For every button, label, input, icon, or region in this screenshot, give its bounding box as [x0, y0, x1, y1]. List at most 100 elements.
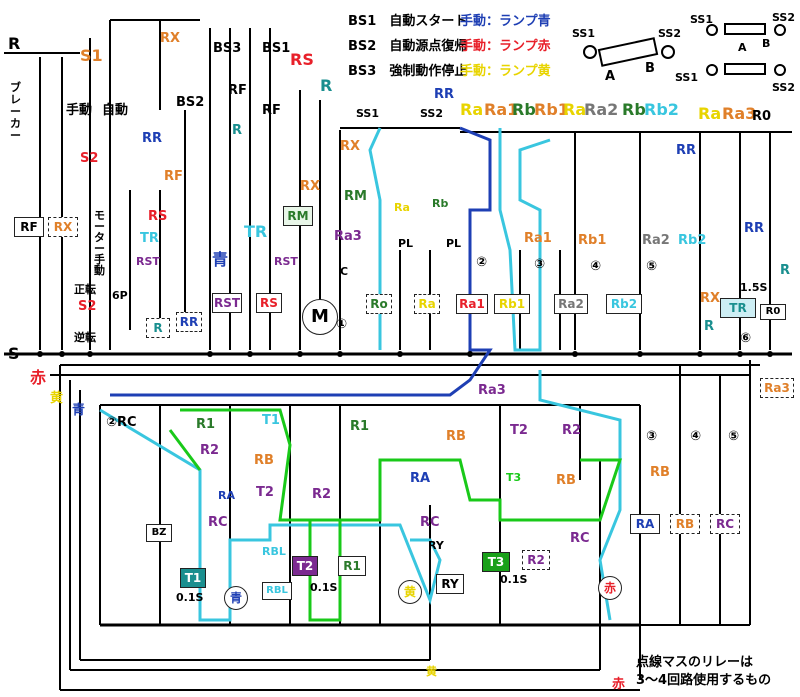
- r-top: R: [320, 76, 333, 95]
- lower-yellow: 黄: [50, 391, 64, 406]
- coil-ra-lower: RA: [630, 514, 660, 534]
- manual-label: 手動: [66, 103, 93, 118]
- ss1-label: SS1: [572, 27, 596, 40]
- rr-top-a: RR: [142, 131, 163, 146]
- ss2-contact: SS2: [420, 107, 444, 120]
- lower-rc2: RC: [208, 515, 228, 530]
- lower-t3: T3: [506, 471, 522, 484]
- forward-label: 正転: [74, 283, 96, 296]
- coil-r2: R2: [522, 550, 550, 570]
- circuit-5: ⑤: [646, 259, 658, 274]
- r-right-b: R: [780, 263, 791, 278]
- rf-top-b: RF: [262, 103, 281, 118]
- legend-manual-yellow: 手動：ランプ黄: [460, 64, 551, 79]
- ss1-label-b: SS1: [690, 13, 714, 26]
- motor-circuit-1: ①: [336, 317, 348, 332]
- timer-t3: 0.1S: [500, 573, 528, 586]
- lamp-blue: 青: [224, 586, 248, 610]
- rs-top: RS: [290, 50, 314, 69]
- mid-rb2: Rb2: [678, 233, 707, 248]
- ss2-label-c: SS2: [772, 81, 796, 94]
- coil-rb1: Rb1: [494, 294, 530, 314]
- blue-label: 青: [212, 250, 229, 269]
- bottom-yellow: 黄: [426, 665, 437, 678]
- coil-rst: RST: [212, 293, 242, 313]
- contact-rb: Rb: [512, 100, 536, 119]
- coil-r: R: [146, 318, 170, 338]
- rx-mid-b: RX: [300, 179, 321, 194]
- circuit-6: ⑥: [740, 331, 752, 346]
- coil-r1: R1: [338, 556, 366, 576]
- motor-manual-label: モーター手動: [94, 209, 105, 277]
- r-phase-label: R: [8, 34, 21, 53]
- contact-ra-c: Ra: [698, 104, 722, 123]
- coil-rx: RX: [48, 217, 78, 237]
- ra3-mid: Ra3: [334, 229, 362, 244]
- auto-label: 自動: [102, 103, 129, 118]
- b2-label: B: [762, 37, 771, 50]
- lower-t2: T2: [510, 423, 528, 438]
- mid-rb1: Rb1: [578, 233, 607, 248]
- mid-rb: Rb: [432, 197, 449, 210]
- contact-rb1: Rb1: [534, 100, 569, 119]
- coil-tr: TR: [720, 298, 756, 318]
- s-phase-label: S: [8, 344, 20, 363]
- legend-bs1: BS1 自動スタート: [348, 14, 468, 29]
- rx-right: RX: [700, 291, 721, 306]
- legend-bs3: BS3 強制動作停止: [348, 64, 468, 79]
- legend-manual-red: 手動：ランプ赤: [460, 39, 551, 54]
- lower-r2b: R2: [562, 423, 582, 438]
- lower-r2: R2: [200, 443, 220, 458]
- coil-t3: T3: [482, 552, 510, 572]
- coil-ry: RY: [436, 574, 464, 594]
- circuit-2: ②: [476, 255, 488, 270]
- tr-left: TR: [140, 231, 159, 246]
- lower-circuit-5: ⑤: [728, 429, 740, 444]
- r-right: R: [704, 319, 715, 334]
- coil-rf: RF: [14, 217, 44, 237]
- a-label: A: [605, 69, 616, 84]
- rr-right-b: RR: [744, 221, 765, 236]
- lower-r1: R1: [196, 417, 216, 432]
- contact-ra2: Ra2: [584, 100, 619, 119]
- coil-rc-lower: RC: [710, 514, 740, 534]
- mid-ra1: Ra1: [524, 231, 552, 246]
- timer-t1: 0.1S: [176, 591, 204, 604]
- rf-mid: RF: [164, 169, 183, 184]
- coil-ra1: Ra1: [456, 294, 488, 314]
- bottom-red: 赤: [612, 677, 626, 692]
- s2-label-b: S2: [78, 299, 97, 314]
- tr-time: 1.5S: [740, 281, 768, 294]
- coil-r0: R0: [760, 304, 786, 320]
- lower-circuit-4: ④: [690, 429, 702, 444]
- lower-rb: RB: [446, 429, 466, 444]
- footnote-line2: 3～4回路使用するもの: [636, 673, 772, 688]
- coil-ra2: Ra2: [554, 294, 588, 314]
- rst-left: RST: [136, 255, 160, 268]
- contact-ra: Ra: [460, 100, 484, 119]
- lower-red: 赤: [30, 368, 47, 387]
- contact-rb2: Rb2: [644, 100, 679, 119]
- ss2-label: SS2: [658, 27, 682, 40]
- rm-label: RM: [344, 189, 367, 204]
- a2-label: A: [738, 41, 747, 54]
- circuit-3: ③: [534, 257, 546, 272]
- rr-right: RR: [676, 143, 697, 158]
- ss1-label-c: SS1: [675, 71, 699, 84]
- coil-rs: RS: [256, 293, 282, 313]
- legend-bs2: BS2 自動源点復帰: [348, 39, 468, 54]
- contact-rb-b: Rb: [622, 100, 646, 119]
- contact-ra3: Ra3: [722, 104, 757, 123]
- coil-t1: T1: [180, 568, 206, 588]
- lamp-yellow: 黄: [398, 580, 422, 604]
- coil-rbl: RBL: [262, 582, 292, 600]
- mid-ra: Ra: [394, 201, 410, 214]
- rr-contact-top: RR: [434, 87, 455, 102]
- lamp-red: 赤: [598, 576, 622, 600]
- lower-rc: ②RC: [106, 415, 137, 430]
- lower-rc4: RC: [570, 531, 590, 546]
- lower-ra3: Ra3: [478, 383, 506, 398]
- coil-t2: T2: [292, 556, 318, 576]
- coil-rb2: Rb2: [606, 294, 642, 314]
